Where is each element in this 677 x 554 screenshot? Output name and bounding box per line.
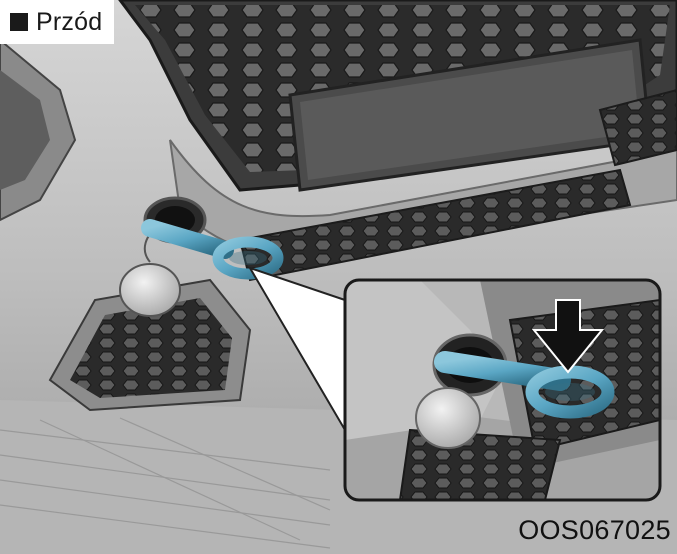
image-code: OOS067025 [518, 515, 671, 545]
detail-inset [345, 280, 660, 500]
black-square-icon [10, 13, 28, 31]
section-label-text: Przód [36, 7, 103, 36]
down-arrow-icon [531, 299, 605, 374]
section-label: Przód [0, 0, 115, 44]
